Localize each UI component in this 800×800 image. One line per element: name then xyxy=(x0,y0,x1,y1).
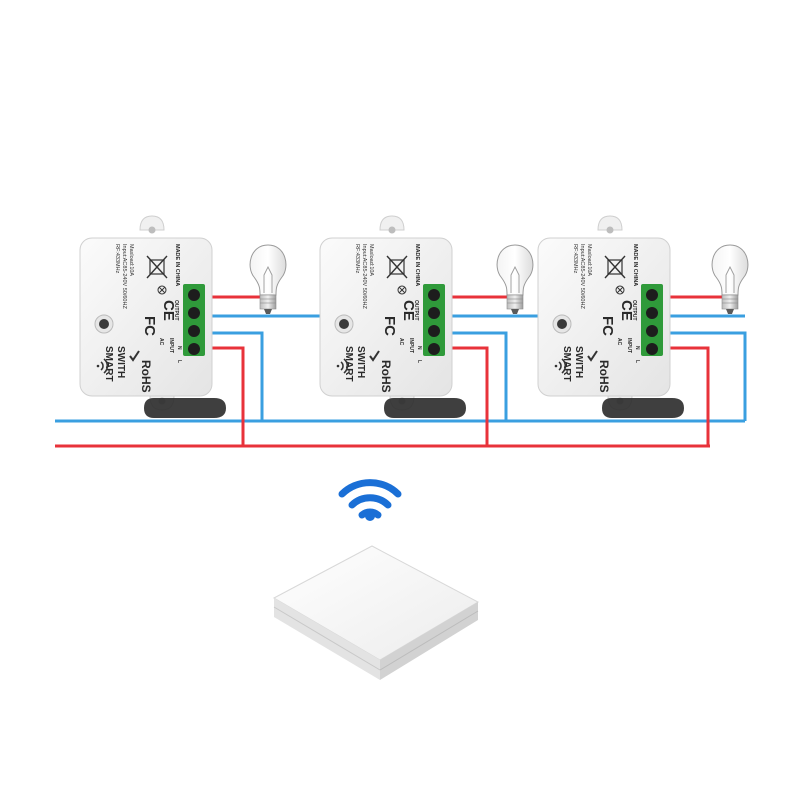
bulb-symbol-icon xyxy=(397,285,407,295)
bulb-symbol-icon xyxy=(157,285,167,295)
wireless-wall-switch-icon xyxy=(272,545,480,680)
light-bulb-icon xyxy=(249,244,287,315)
brand-line-1: SMART xyxy=(343,346,354,382)
live-feed-wire-3 xyxy=(660,346,710,446)
terminal-l-label: L xyxy=(634,360,640,363)
rohs-mark: RoHS xyxy=(139,360,153,393)
ce-mark: CE xyxy=(400,300,417,321)
fc-mark: FC xyxy=(141,316,158,336)
terminal-n-label: N xyxy=(416,346,422,350)
spec-maxload: Maxload:10A xyxy=(128,244,134,276)
terminal-l-label: L xyxy=(416,360,422,363)
rohs-mark: RoHS xyxy=(597,360,611,393)
wifi-icon xyxy=(336,358,349,374)
spec-maxload: Maxload:10A xyxy=(586,244,592,276)
brand-line-2: SWITH xyxy=(355,346,366,378)
brand-line-1: SMART xyxy=(561,346,572,382)
spec-input: Input:AC85-240V 50/60HZ xyxy=(579,244,585,309)
terminal-n-label: N xyxy=(634,346,640,350)
ce-mark: CE xyxy=(160,300,177,321)
neutral-feed-wire-2 xyxy=(445,331,508,421)
light-bulb-icon xyxy=(496,244,534,315)
wifi-icon xyxy=(554,358,567,374)
brand-line-2: SWITH xyxy=(573,346,584,378)
neutral-feed-wire-3 xyxy=(660,331,747,421)
made-in-label: MADE IN CHINA xyxy=(414,244,420,286)
spec-rf: RF:433MHz xyxy=(572,244,578,274)
made-in-label: MADE IN CHINA xyxy=(174,244,180,286)
input-label: INPUT xyxy=(408,338,414,353)
weee-bin-icon xyxy=(146,255,168,279)
output-label: OUTPUT xyxy=(631,300,637,321)
spec-rf: RF:433MHz xyxy=(114,244,120,274)
made-in-label: MADE IN CHINA xyxy=(632,244,638,286)
fc-mark: FC xyxy=(381,316,398,336)
wifi-signal-icon xyxy=(338,479,402,521)
neutral-feed-wire-1 xyxy=(205,331,264,421)
weee-bin-icon xyxy=(604,255,626,279)
ce-mark: CE xyxy=(618,300,635,321)
check-icon xyxy=(587,350,598,362)
live-feed-wire-2 xyxy=(445,346,489,446)
output-label: OUTPUT xyxy=(413,300,419,321)
spec-input: Input:AC85-240V 50/60HZ xyxy=(121,244,127,309)
spec-maxload: Maxload:10A xyxy=(368,244,374,276)
check-icon xyxy=(369,350,380,362)
brand-line-2: SWITH xyxy=(115,346,126,378)
input-label: INPUT xyxy=(626,338,632,353)
wiring xyxy=(55,295,747,448)
bulb-symbol-icon xyxy=(615,285,625,295)
check-icon xyxy=(129,350,140,362)
terminal-n-label: N xyxy=(176,346,182,350)
weee-bin-icon xyxy=(386,255,408,279)
rohs-mark: RoHS xyxy=(379,360,393,393)
ac-label: AC xyxy=(616,338,622,346)
fc-mark: FC xyxy=(599,316,616,336)
ac-label: AC xyxy=(398,338,404,346)
spec-input: Input:AC85-240V 50/60HZ xyxy=(361,244,367,309)
wifi-icon xyxy=(96,358,109,374)
live-feed-wire-1 xyxy=(205,346,245,446)
light-bulb-icon xyxy=(711,244,749,315)
output-label: OUTPUT xyxy=(173,300,179,321)
spec-rf: RF:433MHz xyxy=(354,244,360,274)
brand-line-1: SMART xyxy=(103,346,114,382)
ac-label: AC xyxy=(158,338,164,346)
input-label: INPUT xyxy=(168,338,174,353)
terminal-l-label: L xyxy=(176,360,182,363)
